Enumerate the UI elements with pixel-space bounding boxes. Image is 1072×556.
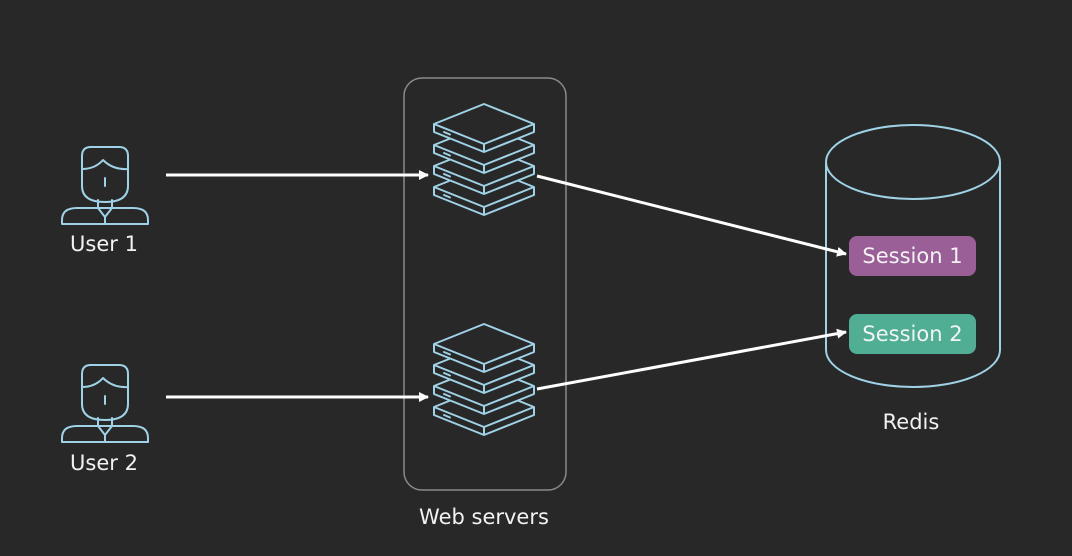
web-servers-group	[403, 77, 567, 491]
session-1-badge: Session 1	[849, 236, 976, 276]
redis-database-icon	[825, 124, 1001, 388]
user-1-icon	[61, 146, 149, 225]
user-2-label: User 2	[70, 451, 138, 475]
session-2-badge: Session 2	[849, 314, 976, 354]
web-servers-label: Web servers	[419, 505, 549, 529]
web-server-1-icon	[434, 104, 534, 215]
user-2-icon	[61, 364, 149, 443]
user-1-label: User 1	[70, 232, 138, 256]
web-server-2-icon	[434, 324, 534, 435]
arrow-server1-to-session1	[536, 174, 847, 257]
arrow-server2-to-session2	[536, 328, 847, 391]
redis-label: Redis	[882, 410, 940, 434]
